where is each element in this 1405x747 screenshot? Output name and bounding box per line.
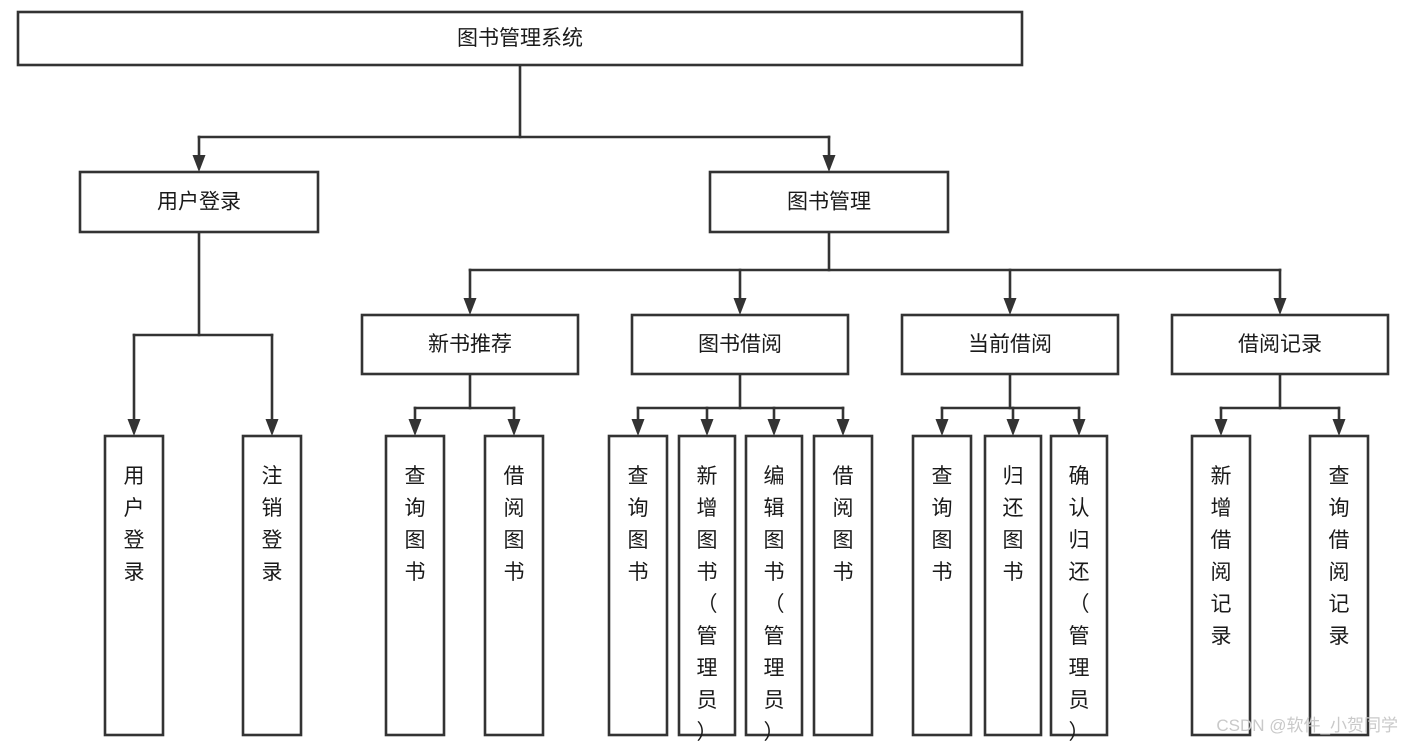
arrow-head-icon: [733, 298, 747, 315]
node-label-new-book-recommend: 新书推荐: [428, 333, 512, 356]
node-leaf-add-book-admin[interactable]: 新增图书（管理员）: [677, 434, 737, 744]
node-box-leaf-borrow-book: [812, 434, 874, 737]
node-box-borrow-record: [1170, 313, 1390, 376]
arrow-head-icon: [127, 419, 141, 436]
connector-group-user-login: [127, 230, 279, 436]
node-label-leaf-query-book-new: 查询图书: [405, 465, 426, 584]
arrow-head-icon: [767, 419, 781, 436]
node-leaf-borrow-book[interactable]: 借阅图书: [812, 434, 874, 737]
node-box-user-login: [78, 170, 320, 234]
node-leaf-confirm-return-admin[interactable]: 确认归还（管理员）: [1049, 434, 1109, 744]
node-label-root: 图书管理系统: [457, 27, 583, 50]
node-boxes-group: 新书推荐图书借阅当前借阅借阅记录用户登录图书管理用户登录注销登录查询图书借阅图书…: [16, 10, 1390, 744]
node-label-book-borrow: 图书借阅: [698, 333, 782, 356]
node-label-leaf-query-book-borrow: 查询图书: [628, 465, 649, 584]
node-box-leaf-edit-book-admin: [744, 434, 804, 737]
arrow-head-icon: [1273, 298, 1287, 315]
node-box-root: [16, 10, 1024, 67]
node-label-leaf-borrow-book: 借阅图书: [833, 465, 854, 584]
node-box-book-borrow: [630, 313, 850, 376]
arrow-head-icon: [408, 419, 422, 436]
arrow-head-icon: [822, 155, 836, 172]
node-label-leaf-return-book: 归还图书: [1003, 465, 1024, 584]
connector-group-book-manage: [463, 230, 1287, 315]
node-label-leaf-borrow-book-new: 借阅图书: [504, 465, 525, 584]
connector-group-new-book-recommend: [408, 372, 521, 436]
node-current-borrow[interactable]: 当前借阅: [900, 313, 1120, 376]
node-box-leaf-return-book: [983, 434, 1043, 737]
node-box-leaf-query-book-new: [384, 434, 446, 737]
arrow-head-icon: [700, 419, 714, 436]
arrow-head-icon: [836, 419, 850, 436]
node-label-leaf-edit-book-admin: 编辑图书（管理员）: [764, 465, 785, 744]
node-new-book-recommend[interactable]: 新书推荐: [360, 313, 580, 376]
node-user-login[interactable]: 用户登录: [78, 170, 320, 234]
node-box-new-book-recommend: [360, 313, 580, 376]
node-leaf-return-book[interactable]: 归还图书: [983, 434, 1043, 737]
node-label-leaf-user-login: 用户登录: [124, 465, 145, 584]
node-label-user-login: 用户登录: [157, 191, 241, 214]
node-label-current-borrow: 当前借阅: [968, 333, 1052, 356]
arrow-head-icon: [1332, 419, 1346, 436]
arrow-head-icon: [192, 155, 206, 172]
arrow-head-icon: [1006, 419, 1020, 436]
arrow-head-icon: [631, 419, 645, 436]
node-root[interactable]: 图书管理系统: [16, 10, 1024, 67]
node-label-book-manage: 图书管理: [787, 191, 871, 214]
node-label-leaf-query-book-current: 查询图书: [932, 465, 953, 584]
node-label-leaf-logout: 注销登录: [262, 465, 283, 584]
connector-group-root: [192, 63, 836, 172]
node-label-leaf-add-book-admin: 新增图书（管理员）: [697, 465, 718, 744]
node-leaf-edit-book-admin[interactable]: 编辑图书（管理员）: [744, 434, 804, 744]
node-leaf-query-book-borrow[interactable]: 查询图书: [607, 434, 669, 737]
node-box-leaf-query-book-borrow: [607, 434, 669, 737]
arrow-head-icon: [935, 419, 949, 436]
arrow-head-icon: [265, 419, 279, 436]
node-label-borrow-record: 借阅记录: [1238, 333, 1322, 356]
node-leaf-user-login[interactable]: 用户登录: [103, 434, 165, 737]
arrow-head-icon: [1003, 298, 1017, 315]
arrow-head-icon: [1072, 419, 1086, 436]
node-box-leaf-borrow-book-new: [483, 434, 545, 737]
node-box-current-borrow: [900, 313, 1120, 376]
arrow-head-icon: [507, 419, 521, 436]
node-box-leaf-query-borrow-record: [1308, 434, 1370, 737]
node-leaf-add-borrow-record[interactable]: 新增借阅记录: [1190, 434, 1252, 737]
connector-group-borrow-record: [1214, 372, 1346, 436]
node-box-book-manage: [708, 170, 950, 234]
watermark-group: CSDN @软件_小贺同学: [1216, 716, 1398, 735]
node-label-leaf-add-borrow-record: 新增借阅记录: [1211, 465, 1232, 648]
connector-lines-group: [127, 63, 1346, 436]
node-leaf-logout[interactable]: 注销登录: [241, 434, 303, 737]
arrow-head-icon: [1214, 419, 1228, 436]
csdn-watermark: CSDN @软件_小贺同学: [1216, 716, 1398, 735]
node-box-leaf-add-borrow-record: [1190, 434, 1252, 737]
node-box-leaf-add-book-admin: [677, 434, 737, 737]
connector-group-current-borrow: [935, 372, 1086, 436]
node-leaf-query-book-new[interactable]: 查询图书: [384, 434, 446, 737]
connector-group-book-borrow: [631, 372, 850, 436]
arrow-head-icon: [463, 298, 477, 315]
node-book-manage[interactable]: 图书管理: [708, 170, 950, 234]
node-leaf-borrow-book-new[interactable]: 借阅图书: [483, 434, 545, 737]
node-leaf-query-borrow-record[interactable]: 查询借阅记录: [1308, 434, 1370, 737]
node-leaf-query-book-current[interactable]: 查询图书: [911, 434, 973, 737]
node-box-leaf-user-login: [103, 434, 165, 737]
node-borrow-record[interactable]: 借阅记录: [1170, 313, 1390, 376]
node-book-borrow[interactable]: 图书借阅: [630, 313, 850, 376]
node-box-leaf-logout: [241, 434, 303, 737]
node-label-leaf-query-borrow-record: 查询借阅记录: [1329, 465, 1350, 648]
node-box-leaf-confirm-return-admin: [1049, 434, 1109, 737]
node-box-leaf-query-book-current: [911, 434, 973, 737]
node-label-leaf-confirm-return-admin: 确认归还（管理员）: [1069, 465, 1090, 744]
